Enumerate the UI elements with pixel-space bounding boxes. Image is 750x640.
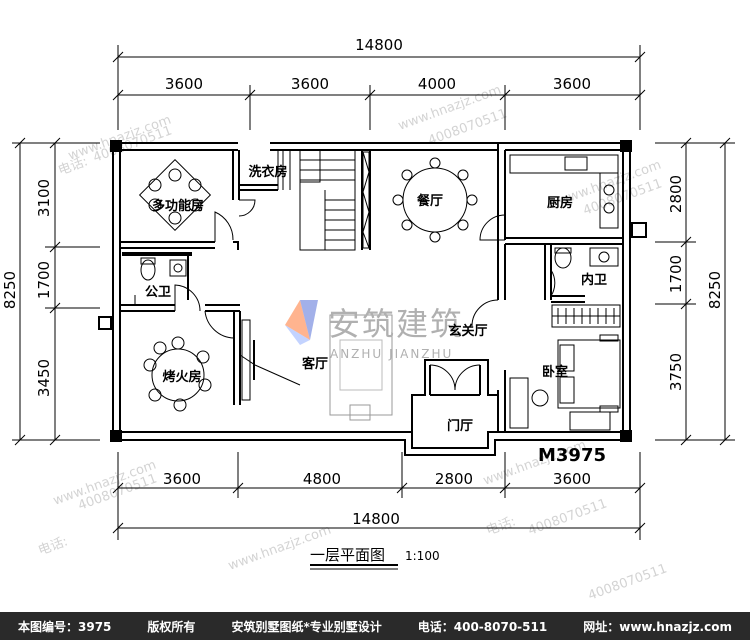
left-dimension-lines xyxy=(12,137,100,446)
footer-copyright: 版权所有 xyxy=(147,619,196,634)
watermark-label-4: 电话: xyxy=(36,534,70,558)
glass-partition xyxy=(362,151,370,249)
door-bedroom xyxy=(471,299,499,327)
right-dimension-1: 2800 xyxy=(667,175,685,213)
bottom-dimension-4: 3600 xyxy=(553,470,591,488)
logo-name: 安筑建筑 xyxy=(328,305,464,343)
footer-code: 本图编号：3975 xyxy=(18,619,112,634)
footer-site[interactable]: 网址：www.hnazjz.com xyxy=(583,619,732,634)
left-dimension-2: 1700 xyxy=(35,261,53,299)
dining-table xyxy=(392,157,478,243)
watermark-phone-5: 4008070511 xyxy=(526,496,609,538)
footer-phone: 电话：400-8070-511 xyxy=(417,619,548,634)
top-dimension-1: 3600 xyxy=(165,75,203,93)
right-dimension-3: 3750 xyxy=(667,353,685,391)
door-inner-bath xyxy=(550,269,556,297)
plan-title-block: 一层平面图 1:100 xyxy=(310,546,440,570)
top-dimension-3: 4000 xyxy=(418,75,456,93)
room-inner-bath: 内卫 xyxy=(581,272,607,288)
bath-fixtures xyxy=(134,247,619,304)
doors xyxy=(174,199,556,391)
bottom-dimension-1: 3600 xyxy=(163,470,201,488)
logo-pinyin: ANZHU JIANZHU xyxy=(330,347,453,361)
room-entry-hall: 玄关厅 xyxy=(448,323,487,339)
left-dimension-3: 3450 xyxy=(35,359,53,397)
left-dimension-1: 3100 xyxy=(35,179,53,217)
bottom-dimension-lines xyxy=(112,452,646,540)
top-dimension-2: 3600 xyxy=(291,75,329,93)
kitchen-counter xyxy=(509,154,619,229)
room-bedroom: 卧室 xyxy=(542,364,568,380)
door-kitchen xyxy=(479,214,506,241)
door-laundry xyxy=(238,199,256,217)
room-foyer: 门厅 xyxy=(447,418,473,434)
plan-scale: 1:100 xyxy=(405,549,440,563)
door-multi-function xyxy=(214,211,234,242)
door-foyer-left xyxy=(429,364,456,391)
room-laundry: 洗衣房 xyxy=(248,164,287,180)
brand-logo: 安筑建筑 ANZHU JIANZHU xyxy=(285,300,464,361)
bottom-total-dimension: 14800 xyxy=(352,510,400,528)
bbq-table xyxy=(143,336,212,412)
stairs xyxy=(277,149,356,251)
bedroom-furniture xyxy=(509,334,621,431)
multi-function-table xyxy=(138,158,212,232)
model-code: M3975 xyxy=(538,445,606,466)
walls xyxy=(112,142,631,456)
room-dining: 餐厅 xyxy=(416,193,443,209)
wardrobe xyxy=(551,304,621,328)
room-bbq: 烤火房 xyxy=(162,369,201,385)
room-public-bath: 公卫 xyxy=(145,285,171,300)
left-total-dimension: 8250 xyxy=(1,271,19,309)
door-foyer-right xyxy=(454,364,481,391)
room-multi-function: 多功能房 xyxy=(152,198,204,214)
bottom-dimension-3: 2800 xyxy=(435,470,473,488)
room-living: 客厅 xyxy=(302,356,328,372)
top-dimension-lines xyxy=(112,45,646,130)
logo-mark xyxy=(285,300,310,340)
watermark-label-1: 电话: xyxy=(56,154,90,178)
door-public-bath xyxy=(174,284,201,312)
watermark-phone-6: 4008070511 xyxy=(586,561,669,603)
right-dimension-lines xyxy=(655,137,735,446)
living-room-furniture xyxy=(241,314,393,421)
right-total-dimension: 8250 xyxy=(706,271,724,309)
bottom-dimension-2: 4800 xyxy=(303,470,341,488)
floor-plan-drawing: www.hnazjz.com 4008070511 电话: www.hnazjz… xyxy=(1,36,735,604)
right-dimension-2: 1700 xyxy=(667,255,685,293)
door-bbq xyxy=(204,310,235,339)
columns xyxy=(98,140,647,442)
plan-title: 一层平面图 xyxy=(310,546,385,564)
room-kitchen: 厨房 xyxy=(547,195,573,211)
footer-brand: 安筑别墅图纸*专业别墅设计 xyxy=(231,619,382,634)
top-total-dimension: 14800 xyxy=(355,36,403,54)
watermark-label-5: 电话: xyxy=(484,514,518,538)
top-dimension-4: 3600 xyxy=(553,75,591,93)
footer-bar: 本图编号：3975 版权所有 安筑别墅图纸*专业别墅设计 电话：400-8070… xyxy=(0,612,750,640)
